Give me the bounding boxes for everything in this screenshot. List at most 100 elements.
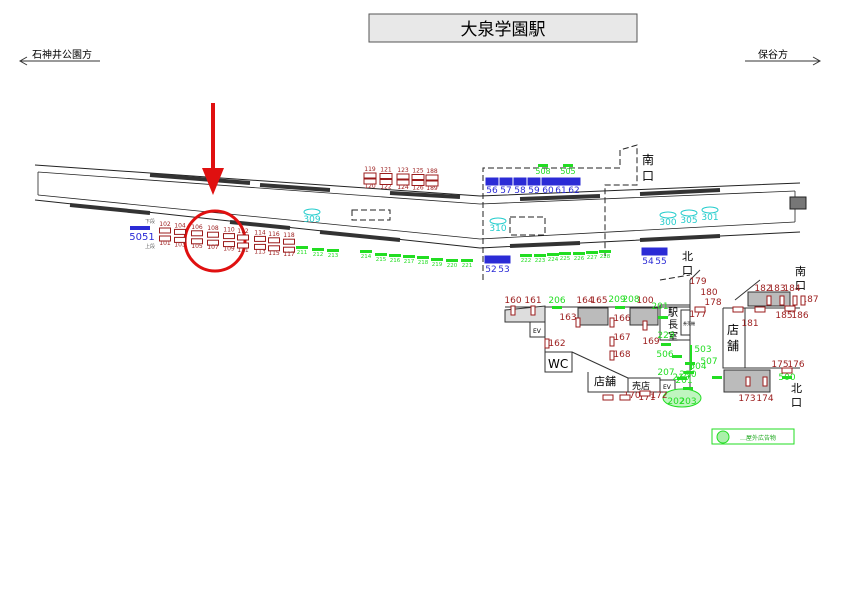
ad-label-green: 507 xyxy=(700,357,717,367)
ad-label: 168 xyxy=(613,350,630,360)
ad-label: 184 xyxy=(783,284,800,294)
ad-label: 111 xyxy=(237,247,249,254)
ad-marker xyxy=(411,180,425,186)
ad-label-green: 201 xyxy=(651,302,668,312)
ad-marker xyxy=(379,173,393,179)
ad-marker xyxy=(396,173,410,180)
ad-marker-green xyxy=(431,258,443,261)
ad-marker-blue xyxy=(513,177,527,186)
ad-marker xyxy=(510,305,516,316)
ad-marker-green xyxy=(615,306,625,309)
ad-label: 163 xyxy=(559,313,576,323)
ad-marker xyxy=(766,295,772,306)
ad-label-blue: 57 xyxy=(500,186,511,196)
ad-label-green: 218 xyxy=(418,260,429,266)
ad-label: 110 xyxy=(223,227,235,234)
title-box xyxy=(368,13,638,43)
platform xyxy=(34,164,807,249)
ad-marker xyxy=(575,317,581,328)
ad-marker-green xyxy=(538,164,548,167)
ad-marker xyxy=(363,172,377,179)
ad-label: 169 xyxy=(642,337,659,347)
ad-marker-green xyxy=(712,376,722,379)
ad-label: 187 xyxy=(801,295,818,305)
ad-marker xyxy=(159,235,171,242)
ad-label: 100 xyxy=(636,296,653,306)
south-exit-label-2: 口 xyxy=(642,169,654,183)
ad-label-green: 215 xyxy=(376,257,387,263)
ad-marker-blue xyxy=(567,177,581,186)
ad-label: 183 xyxy=(768,284,785,294)
ad-label: 178 xyxy=(704,298,721,308)
north-exit-right-label-1: 北 xyxy=(791,382,802,395)
ad-label-green: 221 xyxy=(462,263,473,269)
west-direction-label: 石神井公園方 xyxy=(32,48,92,61)
ad-marker-blue xyxy=(497,255,511,264)
ad-label: 118 xyxy=(283,232,295,239)
ad-marker xyxy=(639,390,651,397)
ad-marker-green xyxy=(563,164,573,167)
ad-label: 124 xyxy=(397,184,409,191)
south-exit-right-label-2: 口 xyxy=(795,279,806,292)
ad-label-green: 228 xyxy=(600,254,611,260)
station-office-label-2: 長 xyxy=(668,319,678,331)
ad-label-green: 223 xyxy=(535,258,546,264)
ad-marker-green xyxy=(403,255,415,258)
ad-label-green: 212 xyxy=(313,252,324,258)
ad-label: 120 xyxy=(364,183,376,190)
ad-marker-blue xyxy=(130,226,150,230)
ad-label-green: 229 xyxy=(657,331,674,341)
ad-marker-cyan xyxy=(303,208,321,216)
ad-marker xyxy=(223,233,235,240)
ad-label-green: 209 xyxy=(608,295,625,305)
ad-marker xyxy=(191,238,203,245)
ad-marker xyxy=(283,246,295,253)
ad-marker-green xyxy=(296,246,308,249)
ad-marker xyxy=(425,174,439,181)
ad-label-green: 211 xyxy=(297,250,308,256)
ad-marker xyxy=(619,394,631,401)
ad-marker xyxy=(609,350,615,361)
ad-marker xyxy=(223,241,235,248)
west-direction-arrow xyxy=(18,56,100,66)
ad-marker xyxy=(792,295,798,306)
ad-marker-green xyxy=(375,253,387,256)
ad-label-blue: 60 xyxy=(542,186,554,196)
ad-label-blue: 56 xyxy=(486,186,498,196)
ad-marker xyxy=(268,245,280,252)
ad-marker-cyan xyxy=(659,211,677,219)
ad-marker xyxy=(174,236,186,243)
ad-marker-green xyxy=(677,377,687,380)
ad-marker xyxy=(207,231,219,238)
ad-marker-green xyxy=(446,259,458,262)
ad-label: 113 xyxy=(254,248,266,255)
ad-label: 177 xyxy=(689,310,706,320)
ad-label-blue: 59 xyxy=(528,186,540,196)
ad-label-blue: 58 xyxy=(514,186,526,196)
ad-label: 122 xyxy=(380,184,392,191)
ad-label: 109 xyxy=(223,246,235,253)
ad-marker xyxy=(379,179,393,185)
ad-label-green: 504 xyxy=(689,362,706,372)
ad-label: 171 xyxy=(638,393,655,403)
shop-label: 店舗 xyxy=(594,374,616,388)
lower-deck-label: 下段 xyxy=(145,218,155,225)
ad-marker-green xyxy=(312,248,324,251)
kiosk-label: 売店 xyxy=(632,380,650,392)
ad-label: 179 xyxy=(689,277,706,287)
ad-marker xyxy=(159,227,171,234)
east-direction-label: 保谷方 xyxy=(758,48,788,61)
ad-label: 182 xyxy=(754,284,771,294)
ad-marker-blue xyxy=(641,247,655,256)
ad-label-green: 220 xyxy=(447,263,458,269)
wc-label: WC xyxy=(548,357,568,371)
ad-label: 105 xyxy=(191,243,203,250)
ad-label-blue: 5051 xyxy=(129,232,154,243)
ad-marker xyxy=(363,178,377,185)
ad-label-green: 217 xyxy=(404,259,415,265)
upper-deck-label: 上段 xyxy=(145,243,155,250)
ticket-machine-label: 券売機 xyxy=(683,320,695,326)
ad-label-green: 224 xyxy=(548,257,559,263)
legend-label: …屋外広告物 xyxy=(740,434,776,442)
highlight-arrow xyxy=(202,103,224,195)
